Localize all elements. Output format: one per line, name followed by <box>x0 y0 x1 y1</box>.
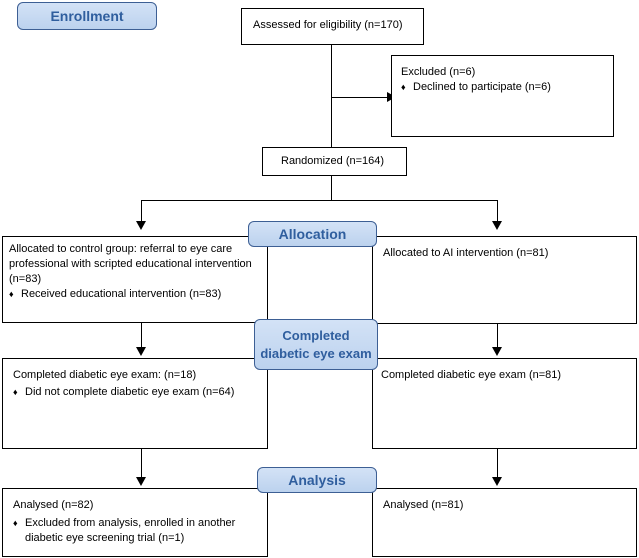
connector-control-completed-to-analysis <box>141 448 142 478</box>
control-completed-bullet-text: Did not complete diabetic eye exam (n=64… <box>25 386 235 398</box>
connector-control-alloc-to-completed <box>141 322 142 348</box>
ai-analysis-box: Analysed (n=81) <box>372 488 637 557</box>
diamond-bullet-icon: ♦ <box>13 518 18 528</box>
ai-completed-box: Completed diabetic eye exam (n=81) <box>372 358 637 449</box>
control-analysis-bullet-text: Excluded from analysis, enrolled in anot… <box>25 517 236 544</box>
connector-ai-alloc-to-completed <box>497 323 498 348</box>
ai-alloc-box: Allocated to AI intervention (n=81) <box>372 236 637 324</box>
stage-analysis: Analysis <box>257 467 377 493</box>
control-alloc-text: Allocated to control group: referral to … <box>9 243 252 285</box>
diamond-bullet-icon: ♦ <box>9 289 14 299</box>
control-analysis-text: Analysed (n=82) <box>13 499 94 511</box>
ai-alloc-text: Allocated to AI intervention (n=81) <box>383 247 549 259</box>
randomized-box: Randomized (n=164) <box>262 147 407 176</box>
randomized-text: Randomized (n=164) <box>281 155 385 167</box>
control-alloc-bullet-item: ♦ Received educational intervention (n=8… <box>9 287 263 302</box>
control-completed-text: Completed diabetic eye exam: (n=18) <box>13 369 197 381</box>
ai-completed-text: Completed diabetic eye exam (n=81) <box>381 369 562 381</box>
connector-randomized-down <box>331 175 332 200</box>
diamond-bullet-icon: ♦ <box>401 82 406 92</box>
control-alloc-bullet-text: Received educational intervention (n=83) <box>21 288 222 300</box>
stage-allocation: Allocation <box>248 221 377 247</box>
diamond-bullet-icon: ♦ <box>13 387 18 397</box>
arrow-to-ai-analysis <box>492 477 502 486</box>
control-analysis-box: Analysed (n=82) ♦ Excluded from analysis… <box>2 488 268 557</box>
arrow-to-control-analysis <box>136 477 146 486</box>
arrow-to-ai-alloc <box>492 221 502 230</box>
excluded-title: Excluded (n=6) <box>401 66 476 78</box>
connector-right-down <box>497 200 498 222</box>
arrow-to-control-alloc <box>136 221 146 230</box>
control-completed-box: Completed diabetic eye exam: (n=18) ♦ Di… <box>2 358 268 449</box>
arrow-to-control-completed <box>136 347 146 356</box>
connector-left-down <box>141 200 142 222</box>
control-analysis-bullet-item: ♦ Excluded from analysis, enrolled in an… <box>13 516 263 546</box>
excluded-bullet-text: Declined to participate (n=6) <box>413 81 551 93</box>
connector-split-horizontal <box>141 200 498 201</box>
assessed-box: Assessed for eligibility (n=170) <box>241 8 424 45</box>
stage-enrollment: Enrollment <box>17 2 157 30</box>
control-alloc-box: Allocated to control group: referral to … <box>2 236 268 323</box>
connector-ai-completed-to-analysis <box>497 448 498 478</box>
control-completed-bullet-item: ♦ Did not complete diabetic eye exam (n=… <box>13 385 263 400</box>
connector-assessed-to-randomized <box>331 44 332 148</box>
connector-to-excluded <box>331 97 388 98</box>
assessed-text: Assessed for eligibility (n=170) <box>253 19 403 31</box>
arrow-to-ai-completed <box>492 347 502 356</box>
stage-completed: Completed diabetic eye exam <box>254 319 378 370</box>
ai-analysis-text: Analysed (n=81) <box>383 499 464 511</box>
excluded-bullet-item: ♦ Declined to participate (n=6) <box>401 80 613 95</box>
excluded-box: Excluded (n=6) ♦ Declined to participate… <box>391 55 614 137</box>
